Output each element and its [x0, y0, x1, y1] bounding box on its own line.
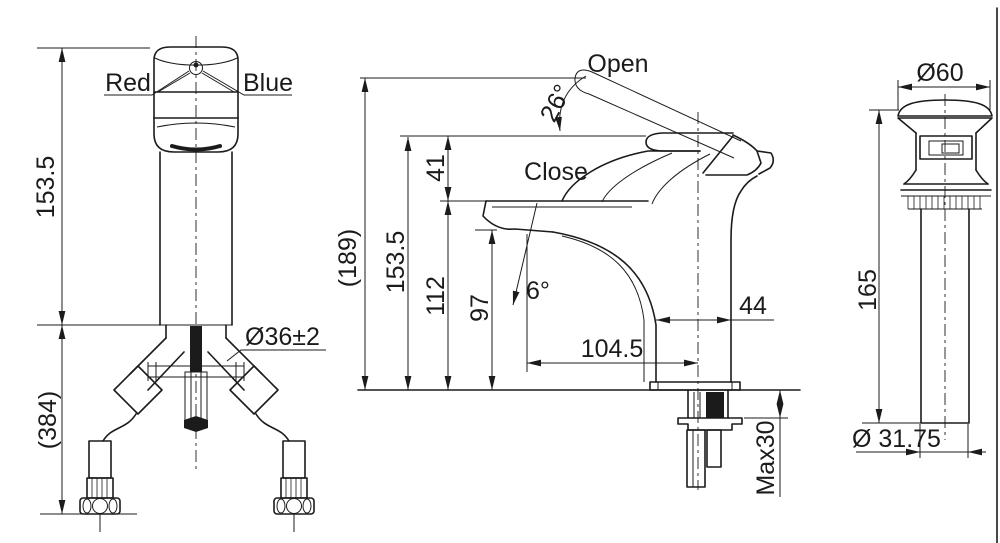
front-right-hose	[282, 440, 306, 479]
front-right-hose-nut	[273, 497, 315, 515]
open-angle-arc	[555, 75, 587, 132]
drain-overflow-window	[919, 135, 973, 160]
body-base-flange-detail	[657, 382, 733, 390]
spout-underside-front-edge	[552, 231, 657, 383]
side-dim-height-to-lever: 153.5	[382, 231, 410, 294]
front-right-hose-curve	[255, 413, 290, 442]
front-left-hose-braid	[86, 477, 114, 499]
front-left-hose-nut	[79, 497, 121, 515]
body-back-edge	[730, 175, 758, 383]
side-dim-overall-height: (189)	[334, 229, 362, 287]
drain-overflow-hole	[941, 143, 960, 154]
body-base-flange	[649, 381, 741, 391]
front-shank	[165, 324, 227, 339]
front-cap-band	[153, 91, 239, 119]
side-shank-rods	[693, 392, 701, 418]
front-base-diameter-leader	[226, 349, 326, 362]
drain-dim-tail-diameter: Ø 31.75	[852, 425, 941, 453]
spout-tip-aerator	[482, 200, 554, 233]
front-cap-outline	[153, 46, 239, 93]
side-ext-lines	[360, 77, 788, 419]
front-left-nut-detail-a	[82, 498, 92, 514]
front-right-braid-lines	[285, 478, 302, 498]
drain-cap	[897, 99, 993, 117]
body-neck-curve-a	[601, 152, 673, 203]
front-right-connector	[229, 365, 279, 415]
side-shank	[687, 389, 729, 419]
side-dim-max-deck-thickness: Max30	[752, 420, 780, 495]
front-lever-section	[153, 117, 239, 153]
label-close: Close	[524, 158, 588, 186]
side-popup-rod	[706, 429, 722, 468]
front-dim-base-diameter: Ø36±2	[245, 323, 320, 351]
front-dim-body-height: 153.5	[32, 156, 60, 219]
side-dim-outlet-angle: 6°	[526, 277, 550, 305]
body-shoulder-curve	[561, 150, 701, 202]
front-threaded-stud	[190, 326, 202, 372]
drain-view: Ø60 165 Ø 31.75	[852, 59, 993, 458]
lever-end-cap	[756, 150, 775, 175]
side-dim-height-to-spout-top: 112	[422, 276, 450, 316]
outlet-angle-line	[512, 202, 538, 306]
drain-flange-taper	[897, 117, 993, 134]
drain-ext-lines	[862, 80, 991, 458]
side-mounting-bracket	[677, 417, 743, 431]
drain-tailpipe	[920, 208, 970, 424]
side-dim-open-angle: 26°	[535, 80, 577, 127]
label-blue: Blue	[243, 69, 293, 97]
label-red: Red	[105, 69, 151, 97]
closed-lever	[645, 132, 762, 176]
front-indicator-dot	[189, 61, 203, 75]
side-view: 26° Open Close 6°	[334, 50, 801, 497]
drain-overflow-window-inner	[928, 140, 964, 156]
front-lever-shadow	[170, 144, 222, 152]
front-right-nut-detail-b	[286, 498, 302, 514]
front-mounting-plate	[147, 362, 245, 381]
side-shank-threads	[706, 392, 724, 418]
drain-threads	[907, 196, 981, 209]
drain-dim-body-length: 165	[854, 269, 882, 311]
side-dim-spout-reach: 104.5	[581, 335, 644, 363]
front-left-tube	[129, 337, 185, 391]
front-indicator-leaders	[157, 72, 235, 93]
front-right-nut-detail-a	[276, 498, 286, 514]
front-left-connector	[113, 365, 163, 415]
front-stud-nut	[184, 416, 208, 432]
side-dim-spout-outlet-height: 97	[466, 294, 494, 322]
drain-dim-cap-diameter: Ø60	[916, 59, 963, 87]
front-left-nut-detail-b	[92, 498, 108, 514]
front-right-hose-braid	[280, 477, 308, 499]
front-indicator-center	[193, 62, 199, 68]
front-left-nut-detail-c	[108, 498, 118, 514]
drain-bell	[903, 169, 989, 185]
side-dim-lever-travel: 41	[422, 154, 450, 182]
spout-inner-contour	[561, 235, 645, 382]
front-view: Red Blue	[32, 36, 326, 532]
blue-leader-line	[202, 70, 292, 96]
side-tailpiece	[686, 429, 706, 488]
front-left-hose	[88, 440, 112, 479]
front-dim-overall-height: (384)	[34, 391, 62, 449]
red-leader-line	[104, 70, 190, 96]
front-left-hose-curve	[102, 413, 137, 442]
side-dim-body-depth: 44	[739, 292, 767, 320]
drain-body-walls	[915, 132, 977, 171]
front-lever-arc	[156, 122, 236, 128]
drain-seal-bands	[900, 183, 992, 191]
front-ext-lines	[37, 47, 232, 515]
open-lever-outline	[574, 69, 742, 159]
body-neck-curve-b	[651, 153, 711, 205]
front-left-braid-lines	[91, 478, 108, 498]
front-right-nut-detail-c	[302, 498, 312, 514]
label-open: Open	[587, 50, 648, 78]
front-body-column	[159, 151, 233, 326]
